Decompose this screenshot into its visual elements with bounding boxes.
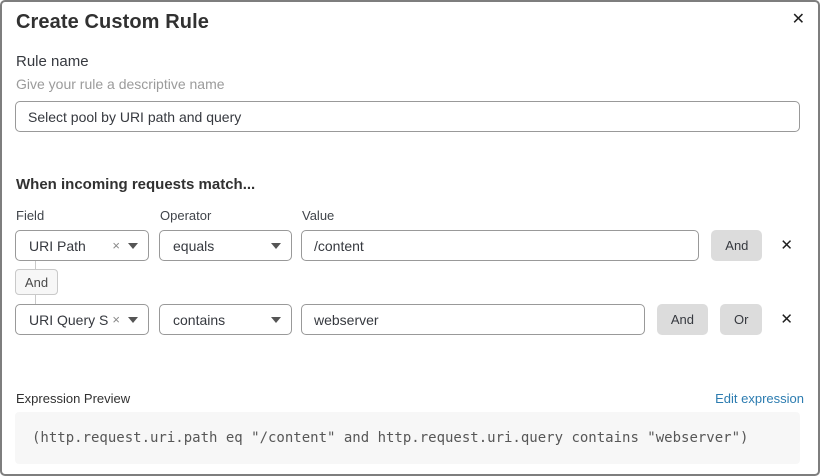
- field-select[interactable]: URI Path ×: [15, 230, 149, 261]
- remove-condition-icon[interactable]: ✕: [780, 237, 793, 254]
- connector-line: [35, 261, 36, 269]
- rule-name-hint: Give your rule a descriptive name: [16, 76, 225, 92]
- remove-condition-icon[interactable]: ✕: [780, 311, 793, 328]
- value-input[interactable]: [301, 304, 645, 335]
- operator-column-label: Operator: [160, 208, 212, 223]
- field-select-value: URI Path: [29, 237, 86, 254]
- chevron-down-icon: [271, 242, 281, 249]
- clear-icon[interactable]: ×: [112, 312, 120, 327]
- and-button[interactable]: And: [656, 304, 708, 335]
- condition-row: URI Path × equals And ✕: [15, 230, 793, 261]
- clear-icon[interactable]: ×: [112, 238, 120, 253]
- and-connector-badge: And: [15, 269, 58, 295]
- connector-line: [35, 295, 36, 304]
- value-input[interactable]: [301, 230, 700, 261]
- rule-name-input[interactable]: [15, 101, 800, 132]
- expression-preview-code: (http.request.uri.path eq "/content" and…: [15, 412, 800, 464]
- edit-expression-link[interactable]: Edit expression: [715, 391, 804, 406]
- or-button[interactable]: Or: [719, 304, 763, 335]
- operator-select-value: equals: [173, 237, 215, 254]
- field-select-value: URI Query St...: [29, 311, 109, 328]
- chevron-down-icon: [128, 316, 138, 323]
- operator-select-value: contains: [173, 311, 226, 328]
- operator-select[interactable]: contains: [159, 304, 292, 335]
- value-column-label: Value: [302, 208, 335, 223]
- field-select[interactable]: URI Query St... ×: [15, 304, 149, 335]
- page-title: Create Custom Rule: [16, 11, 209, 33]
- chevron-down-icon: [128, 242, 138, 249]
- and-button[interactable]: And: [711, 230, 763, 261]
- operator-select[interactable]: equals: [159, 230, 292, 261]
- match-section-heading: When incoming requests match...: [16, 176, 256, 193]
- close-icon[interactable]: ✕: [791, 11, 805, 28]
- condition-row: URI Query St... × contains And Or ✕: [15, 304, 793, 335]
- expression-preview-label: Expression Preview: [16, 391, 131, 406]
- field-column-label: Field: [16, 208, 45, 223]
- chevron-down-icon: [271, 316, 281, 323]
- rule-name-label: Rule name: [16, 53, 89, 70]
